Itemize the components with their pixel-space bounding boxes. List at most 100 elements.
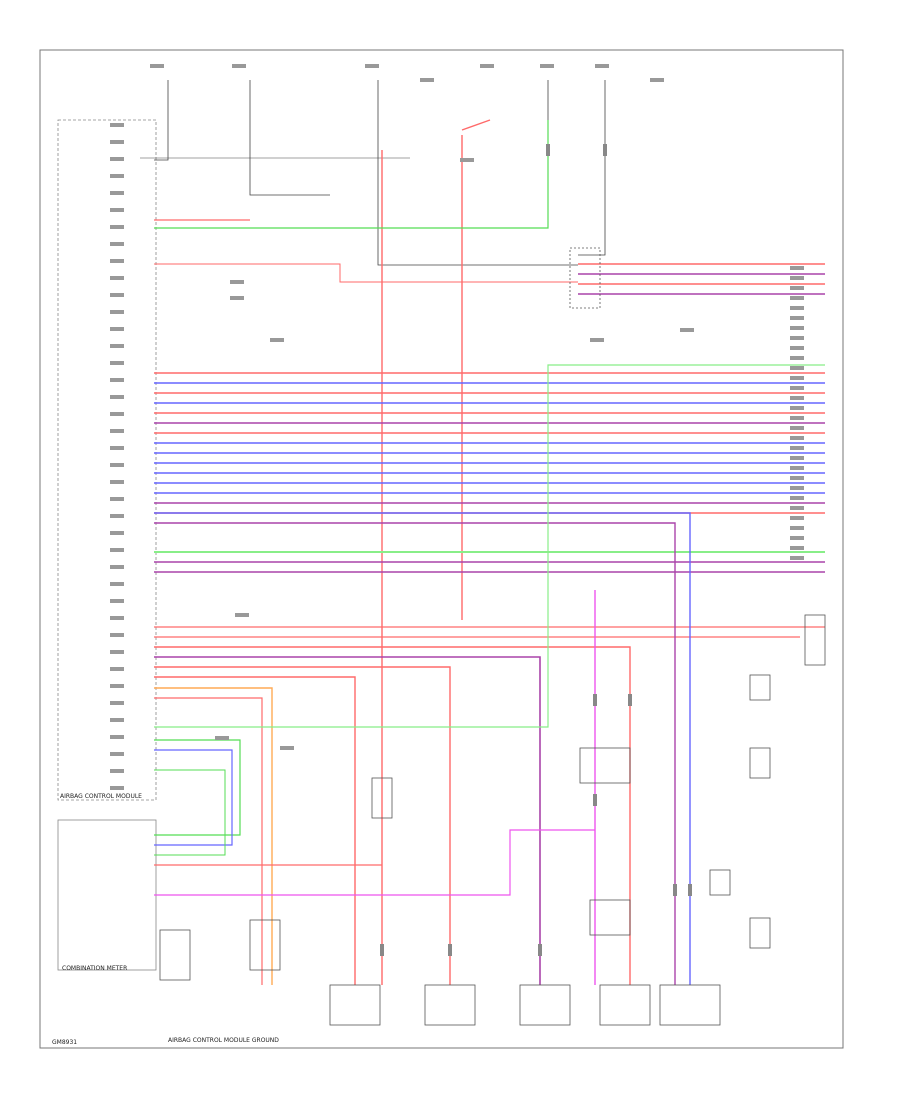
text-placeholder-mark [540, 64, 554, 68]
red-down-2 [154, 666, 451, 985]
right-connector-box [569, 247, 601, 309]
ground-note: AIRBAG CONTROL MODULE GROUND [168, 1037, 279, 1044]
text-placeholder-mark [790, 266, 804, 270]
text-placeholder-mark [680, 328, 694, 332]
text-placeholder-mark [150, 64, 164, 68]
connector-under-dash [371, 777, 393, 819]
text-placeholder-mark [110, 463, 124, 467]
driver-connector [249, 919, 281, 971]
green-lower [154, 470, 549, 728]
text-placeholder-mark [790, 536, 804, 540]
side-sensor-1 [749, 674, 771, 701]
module-label: AIRBAG CONTROL MODULE [60, 793, 142, 800]
seat-sensor-1 [329, 984, 381, 1026]
side-sensor-2 [749, 747, 771, 779]
text-placeholder-mark [110, 140, 124, 144]
text-placeholder-mark [215, 736, 229, 740]
text-placeholder-mark [790, 346, 804, 350]
text-placeholder-mark [110, 327, 124, 331]
text-placeholder-mark [790, 336, 804, 340]
text-placeholder-mark [110, 786, 124, 790]
text-placeholder-mark [110, 293, 124, 297]
right-connector-1 [709, 869, 731, 896]
text-placeholder-mark [790, 306, 804, 310]
text-placeholder-mark [790, 426, 804, 430]
text-placeholder-mark [790, 356, 804, 360]
combination-meter-box [57, 819, 157, 971]
text-placeholder-mark [110, 650, 124, 654]
text-placeholder-mark [790, 276, 804, 280]
right-edge-connector [804, 614, 826, 666]
connector-mark [603, 144, 607, 156]
text-placeholder-mark [790, 316, 804, 320]
text-placeholder-mark [790, 456, 804, 460]
text-placeholder-mark [110, 633, 124, 637]
text-placeholder-mark [232, 64, 246, 68]
wires-layer [140, 80, 825, 985]
magenta-to-meter [154, 829, 595, 896]
text-placeholder-mark [790, 286, 804, 290]
purple-down [154, 656, 541, 985]
purple-down-2 [154, 522, 676, 985]
text-placeholder-mark [790, 476, 804, 480]
text-placeholder-mark [110, 582, 124, 586]
text-placeholder-mark [110, 123, 124, 127]
red-down-4 [154, 697, 263, 985]
text-placeholder-mark [790, 296, 804, 300]
fuse-feed-2 [249, 80, 330, 196]
green-top-bus [547, 364, 825, 470]
connector-mark [380, 944, 384, 956]
text-placeholder-mark [480, 64, 494, 68]
text-placeholder-mark [110, 667, 124, 671]
text-placeholder-mark [110, 310, 124, 314]
text-placeholder-mark [110, 259, 124, 263]
text-placeholder-mark [790, 376, 804, 380]
text-placeholder-mark [110, 769, 124, 773]
text-placeholder-mark [270, 338, 284, 342]
text-placeholder-mark [110, 242, 124, 246]
text-placeholder-mark [790, 506, 804, 510]
connector-mark [593, 694, 597, 706]
text-placeholder-mark [110, 412, 124, 416]
text-placeholder-mark [110, 174, 124, 178]
text-placeholder-mark [110, 752, 124, 756]
red-down-3 [154, 676, 356, 985]
text-placeholder-mark [790, 326, 804, 330]
text-placeholder-mark [790, 546, 804, 550]
text-placeholder-mark [110, 514, 124, 518]
text-placeholder-mark [110, 344, 124, 348]
green-loop-2 [154, 769, 226, 856]
green-feed [154, 120, 549, 229]
passenger-connector [589, 899, 631, 936]
text-placeholder-mark [460, 158, 474, 162]
connector-mark [593, 794, 597, 806]
connector-mark [628, 694, 632, 706]
red-to-harness [154, 263, 578, 283]
text-placeholder-mark [790, 526, 804, 530]
text-placeholder-mark [790, 516, 804, 520]
diagram-code: GM8931 [52, 1039, 77, 1046]
text-placeholder-mark [110, 616, 124, 620]
sensor-connector [579, 747, 631, 784]
connector-mark [546, 144, 550, 156]
text-placeholder-mark [790, 466, 804, 470]
mid-red-3 [154, 646, 631, 985]
text-placeholder-mark [590, 338, 604, 342]
text-placeholder-mark [110, 191, 124, 195]
text-placeholder-mark [110, 225, 124, 229]
text-placeholder-mark [110, 208, 124, 212]
seat-sensor-4 [599, 984, 651, 1026]
text-placeholder-mark [230, 280, 244, 284]
text-placeholder-mark [110, 565, 124, 569]
seat-sensor-2 [424, 984, 476, 1026]
red-switch [461, 119, 491, 131]
text-placeholder-mark [110, 684, 124, 688]
text-placeholder-mark [110, 378, 124, 382]
text-placeholder-mark [790, 496, 804, 500]
connector-mark [448, 944, 452, 956]
text-placeholder-mark [790, 486, 804, 490]
blue-loop [154, 749, 233, 846]
connector-mark [538, 944, 542, 956]
text-placeholder-mark [110, 361, 124, 365]
